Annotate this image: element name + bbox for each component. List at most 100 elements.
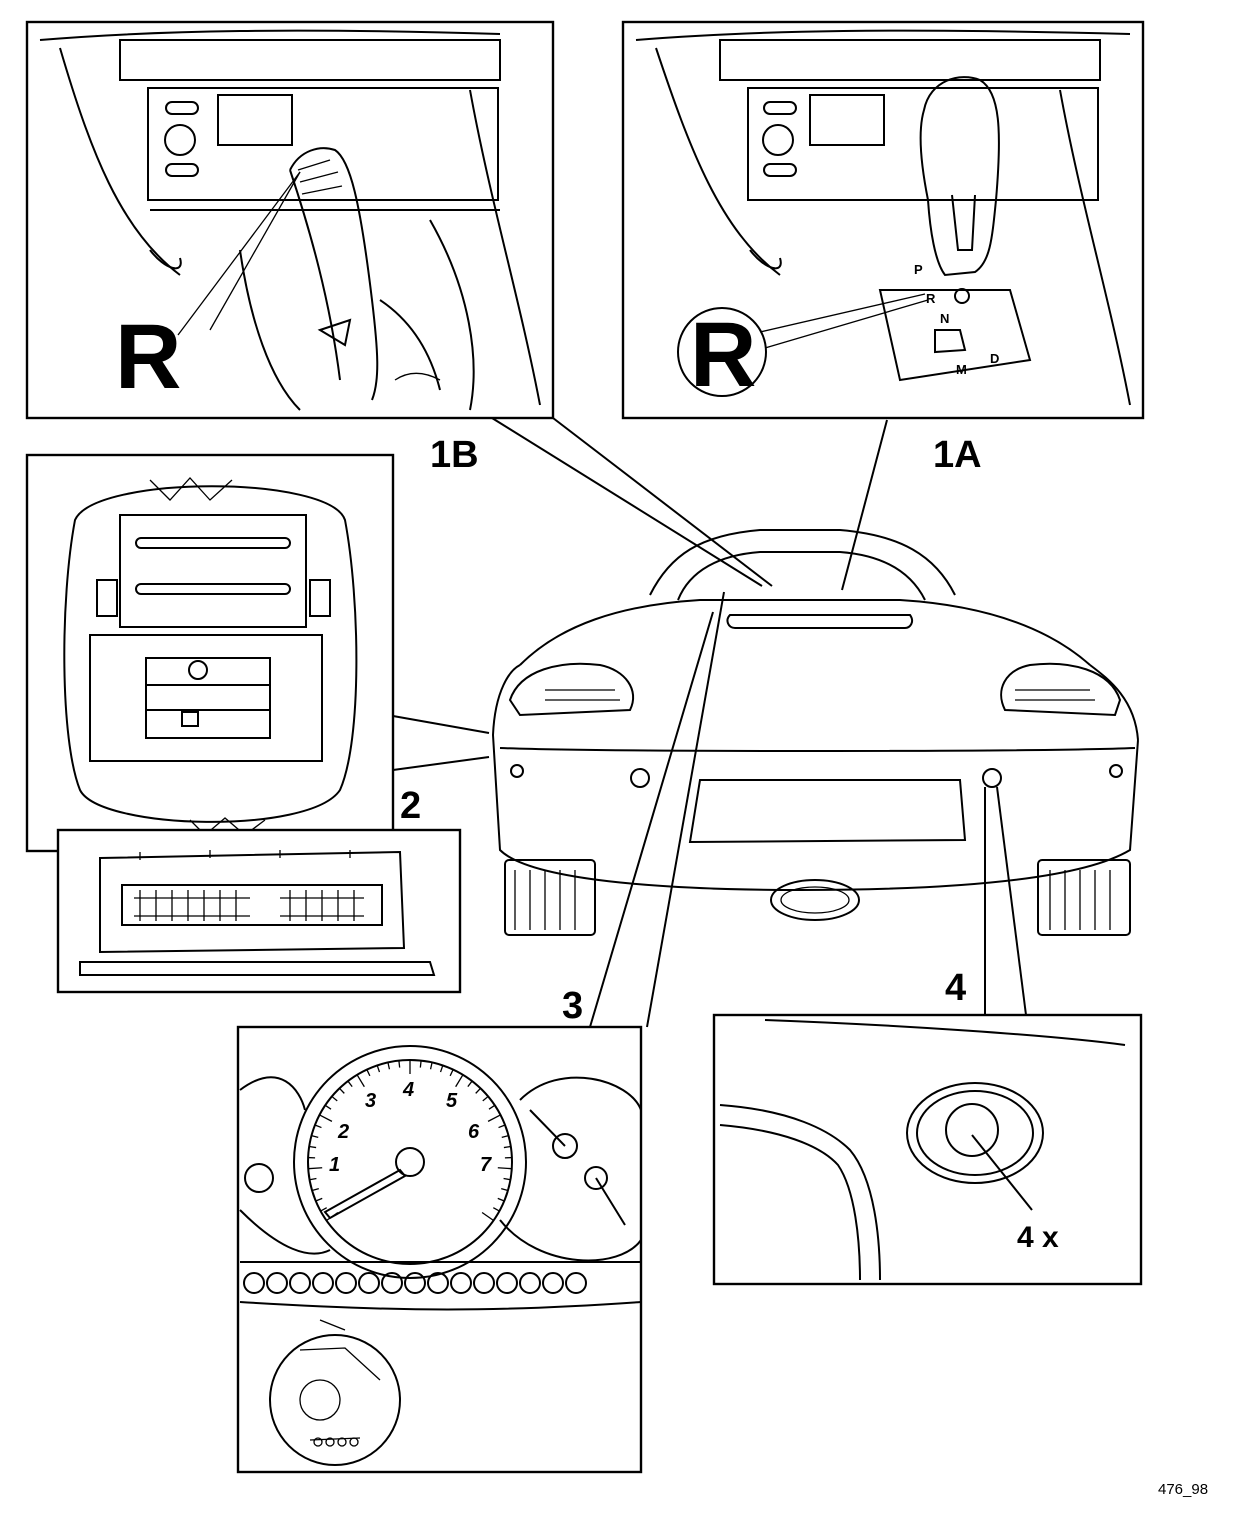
- tach-tick: [488, 1104, 496, 1110]
- selector-position-r: R: [926, 291, 936, 306]
- tach-tick: [309, 1145, 317, 1149]
- panel-3-frame: [236, 1025, 643, 1474]
- indicator-lamp: [496, 1272, 518, 1294]
- indicator-lamp-row: [243, 1272, 587, 1294]
- panel-2-control-unit: [25, 453, 462, 994]
- exhaust-tip: [770, 879, 860, 921]
- tach-tick: [356, 1074, 365, 1088]
- indicator-lamp: [243, 1272, 265, 1294]
- tach-number-4: 4: [402, 1079, 414, 1101]
- automatic-console-drawing: [635, 29, 1131, 406]
- tach-tick: [314, 1124, 322, 1129]
- tach-tick: [331, 1095, 338, 1102]
- car-rear-view: [492, 529, 1139, 936]
- leader-1a: [841, 419, 888, 591]
- control-unit-connector-view: [79, 850, 436, 976]
- callout-label-1b: 1B: [430, 434, 479, 476]
- panel-4-frame: [712, 1013, 1143, 1286]
- callout-label-3: 3: [562, 985, 583, 1027]
- manual-console-drawing: [39, 29, 541, 411]
- tach-tick: [467, 1080, 473, 1088]
- tach-tick: [398, 1060, 401, 1068]
- leader-3-b: [646, 591, 725, 1028]
- indicator-lamp: [289, 1272, 311, 1294]
- selector-position-n: N: [940, 311, 949, 326]
- leader-2-a: [392, 715, 490, 734]
- indicator-lamp: [519, 1272, 541, 1294]
- tach-tick: [455, 1074, 464, 1088]
- callout-label-4: 4: [945, 967, 966, 1009]
- tach-tick: [503, 1145, 511, 1149]
- tach-tick: [387, 1062, 391, 1070]
- tach-tick: [311, 1134, 319, 1139]
- left-rear-tyre: [504, 859, 596, 936]
- indicator-lamp: [473, 1272, 495, 1294]
- right-rear-tyre: [1037, 859, 1131, 936]
- tach-tick: [309, 1177, 317, 1181]
- tach-tick: [498, 1124, 506, 1129]
- tach-tick: [326, 1211, 339, 1222]
- tach-tick: [429, 1062, 433, 1070]
- leader-1b-a: [552, 417, 773, 587]
- tachometer: [239, 1045, 642, 1466]
- figure-id: 476_98: [1158, 1481, 1208, 1498]
- panel-3-instrument-cluster: 1 2 3 4 5 6 7: [236, 1025, 643, 1474]
- tach-tick: [338, 1087, 345, 1094]
- selector-position-d: D: [990, 351, 999, 366]
- callout-label-1a: 1A: [933, 434, 982, 476]
- tach-tick: [475, 1087, 482, 1094]
- panel-1a-automatic-selector: R P R N D M: [621, 20, 1145, 420]
- tach-tick: [308, 1167, 323, 1170]
- panel-2-frame: [25, 453, 395, 853]
- tach-tick: [347, 1080, 353, 1088]
- tach-tick: [320, 1207, 328, 1212]
- tach-number-5: 5: [446, 1090, 458, 1112]
- tach-tick: [501, 1134, 509, 1139]
- tach-tick: [501, 1187, 509, 1192]
- callout-label-4x: 4 x: [1017, 1221, 1059, 1254]
- tach-tick: [311, 1187, 319, 1192]
- tach-tick: [481, 1211, 494, 1222]
- left-tail-light: [508, 662, 635, 717]
- tach-tick: [439, 1065, 444, 1073]
- indicator-lamp: [542, 1272, 564, 1294]
- leader-3-a: [589, 611, 714, 1028]
- leader-1b-b: [491, 417, 763, 587]
- indicator-lamp: [450, 1272, 472, 1294]
- selector-position-p: P: [914, 262, 923, 277]
- leader-2-b: [392, 756, 490, 771]
- right-tail-light: [1000, 662, 1122, 717]
- indicator-lamp: [427, 1272, 449, 1294]
- tach-number-6: 6: [468, 1121, 480, 1143]
- indicator-lamp: [358, 1272, 380, 1294]
- tach-tick: [324, 1104, 332, 1110]
- tach-tick: [492, 1207, 500, 1212]
- callout-bubble-r: [677, 307, 767, 397]
- tach-tick: [487, 1114, 501, 1122]
- parking-sensor: [982, 768, 1002, 788]
- tach-tick: [497, 1197, 505, 1202]
- tach-tick: [503, 1177, 511, 1181]
- tach-tick: [497, 1167, 512, 1170]
- indicator-lamp: [266, 1272, 288, 1294]
- tach-tick: [366, 1069, 371, 1077]
- indicator-lamp: [404, 1272, 426, 1294]
- indicator-lamp: [381, 1272, 403, 1294]
- tach-number-1: 1: [329, 1154, 340, 1176]
- gear-letter-r-automatic: R: [690, 304, 756, 406]
- indicator-lamp: [335, 1272, 357, 1294]
- gear-letter-r-manual: R: [115, 306, 181, 408]
- tach-tick: [419, 1060, 422, 1068]
- tach-tick: [449, 1069, 454, 1077]
- tach-tick: [482, 1095, 489, 1102]
- tach-number-7: 7: [480, 1154, 492, 1176]
- leader-lines: [392, 417, 1027, 1028]
- selector-position-m: M: [956, 362, 967, 377]
- tach-number-3: 3: [365, 1090, 376, 1112]
- tach-tick: [376, 1065, 381, 1073]
- indicator-lamp: [312, 1272, 334, 1294]
- leader-4-b: [996, 786, 1027, 1016]
- panel-1b-manual-shifter: R: [25, 20, 555, 420]
- tach-number-2: 2: [337, 1121, 349, 1143]
